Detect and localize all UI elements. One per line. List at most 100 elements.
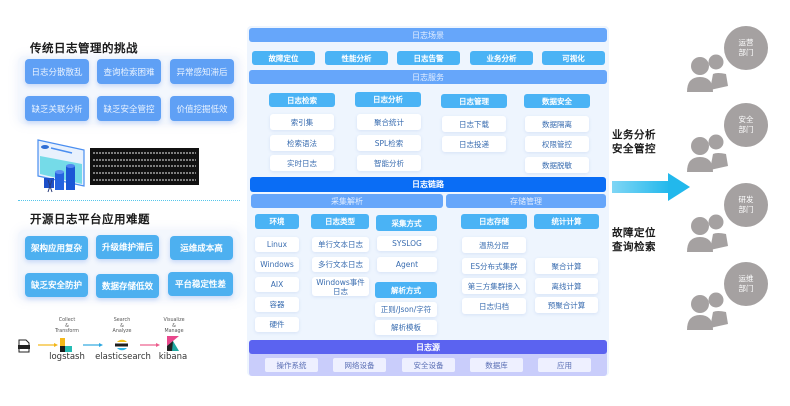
source-item: 操作系统	[265, 358, 318, 372]
difficulty-chip: 升级维护滞后	[96, 235, 159, 259]
terminal-log-image	[90, 148, 199, 185]
right-text-line: 安全管控	[612, 143, 656, 155]
traditional-challenges-title: 传统日志管理的挑战	[30, 41, 138, 55]
env-item: Linux	[255, 237, 299, 252]
service-header-security: 数据安全	[524, 94, 590, 108]
people-icon	[684, 290, 734, 332]
service-item: 日志下载	[442, 116, 506, 132]
kibana-icon	[167, 336, 179, 351]
stat-compute-header: 统计计算	[534, 214, 599, 229]
scene-tag: 可视化	[542, 51, 605, 65]
output-arrow-icon	[612, 173, 690, 201]
logstash-icon	[60, 337, 72, 352]
right-text-line: 故障定位	[612, 227, 656, 239]
dept-rnd: 研发部门	[724, 183, 768, 227]
storage-item: 日志归档	[462, 298, 526, 314]
right-text-line: 业务分析	[612, 129, 656, 141]
dept-label: 运营部门	[738, 38, 754, 57]
elasticsearch-label: elasticsearch	[95, 352, 151, 362]
people-icon	[684, 212, 734, 254]
dept-operations: 运营部门	[724, 26, 768, 70]
difficulty-chip: 数据存储低效	[96, 274, 159, 298]
collect-parse-bar: 采集解析	[251, 194, 443, 208]
service-item: 聚合统计	[357, 114, 421, 130]
people-icon	[684, 132, 734, 174]
arrow-to-elasticsearch	[83, 343, 103, 347]
env-item: 容器	[255, 297, 299, 312]
difficulty-chip: 运维成本高	[170, 236, 233, 260]
arrow-to-kibana	[140, 343, 160, 347]
log-link-bar: 日志链路	[250, 177, 606, 192]
source-item: 安全设备	[402, 358, 455, 372]
logstash-label: logstash	[49, 352, 85, 362]
service-item: 索引集	[270, 114, 334, 130]
storage-management-bar: 存储管理	[446, 194, 606, 208]
service-item: 权限管控	[525, 136, 589, 152]
terminal-line	[93, 165, 196, 168]
service-item: 数据隔离	[525, 116, 589, 132]
source-item: 数据库	[470, 358, 523, 372]
scene-tag: 业务分析	[470, 51, 533, 65]
parse-method-header: 解析方式	[375, 282, 437, 298]
log-services-bar: 日志服务	[249, 70, 607, 84]
log-type-item: 单行文本日志	[312, 237, 369, 252]
difficulty-chip: 缺乏安全防护	[25, 273, 88, 297]
service-item: 数据脱敏	[525, 157, 589, 173]
kibana-caption: Visualize & Manage	[163, 318, 185, 334]
collect-method-header: 采集方式	[376, 215, 437, 231]
dashboard-illustration	[28, 136, 86, 194]
service-header-analysis: 日志分析	[355, 92, 421, 107]
service-item: 日志投递	[442, 136, 506, 152]
difficulty-chip: 架构应用复杂	[25, 236, 88, 260]
terminal-line	[93, 178, 196, 181]
terminal-line	[93, 152, 196, 155]
log-storage-header: 日志存储	[461, 214, 527, 229]
log-file-icon	[18, 338, 30, 353]
challenge-chip: 异常感知滞后	[170, 59, 234, 84]
scene-tag: 日志告警	[397, 51, 460, 65]
challenge-chip: 查询检索困难	[97, 59, 161, 84]
log-type-item: Windows事件日志	[312, 277, 369, 296]
arrow-to-logstash	[38, 343, 58, 347]
env-header: 环境	[255, 214, 299, 229]
collect-method-item: Agent	[377, 257, 437, 272]
fault-search-text: 故障定位 查询检索	[612, 226, 656, 254]
dept-security: 安全部门	[724, 103, 768, 147]
open-source-difficulties-title: 开源日志平台应用难题	[30, 212, 150, 226]
dept-label: 运维部门	[738, 274, 754, 293]
challenge-chip: 日志分散散乱	[25, 59, 89, 84]
source-item: 应用	[538, 358, 591, 372]
logstash-caption: Collect & Transform	[55, 318, 79, 334]
terminal-line	[93, 158, 196, 161]
service-item: 实时日志	[270, 155, 334, 171]
parse-method-item: 正则/Json/字符	[375, 302, 437, 317]
compute-item: 离线计算	[535, 278, 598, 294]
storage-item: 温热分层	[462, 237, 526, 253]
env-item: Windows	[255, 257, 299, 272]
difficulty-chip: 平台稳定性差	[168, 272, 233, 296]
service-item: SPL检索	[357, 135, 421, 151]
env-item: 硬件	[255, 317, 299, 332]
elasticsearch-caption: Search & Analyze	[112, 318, 132, 334]
people-icon	[684, 52, 734, 94]
storage-item: 第三方集群接入	[462, 278, 526, 294]
service-header-management: 日志管理	[441, 94, 507, 108]
elasticsearch-icon	[115, 337, 128, 351]
right-text-line: 查询检索	[612, 241, 656, 253]
parse-method-item: 解析模板	[375, 320, 437, 335]
dept-ops-maintenance: 运维部门	[724, 262, 768, 306]
challenge-chip: 价值挖掘低效	[170, 96, 234, 121]
log-type-header: 日志类型	[311, 214, 369, 229]
challenge-chip: 缺乏关联分析	[25, 96, 89, 121]
compute-item: 预聚合计算	[535, 297, 598, 313]
section-divider	[18, 200, 240, 201]
storage-item: ES分布式集群	[462, 258, 526, 274]
scene-tag: 故障定位	[252, 51, 315, 65]
dept-label: 安全部门	[738, 115, 754, 134]
log-type-item: 多行文本日志	[312, 257, 369, 272]
service-item: 智能分析	[357, 155, 421, 171]
service-item: 检索语法	[270, 135, 334, 151]
business-security-text: 业务分析 安全管控	[612, 128, 656, 156]
service-header-search: 日志检索	[269, 93, 335, 107]
source-item: 网络设备	[333, 358, 386, 372]
